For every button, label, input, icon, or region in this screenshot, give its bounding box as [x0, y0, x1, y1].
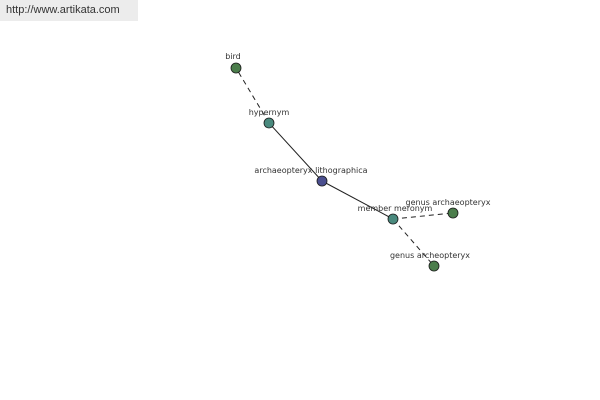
- node-genus-1[interactable]: [447, 207, 459, 219]
- edge-member-meronym-to-genus-2: [392, 218, 435, 267]
- source-url[interactable]: http://www.artikata.com: [6, 4, 120, 16]
- node-genus-2[interactable]: [428, 260, 440, 272]
- edge-center-to-hypernym: [268, 122, 323, 182]
- source-banner: http://www.artikata.com: [0, 0, 138, 21]
- node-hypernym[interactable]: [263, 117, 275, 129]
- node-label-member-meronym[interactable]: member meronym: [358, 204, 433, 213]
- labels-layer: archaeopteryx lithographica hypernym bird m…: [225, 52, 491, 260]
- node-label-bird[interactable]: bird: [225, 52, 241, 61]
- node-label-genus-2[interactable]: genus archeopteryx: [390, 251, 470, 260]
- node-label-center[interactable]: archaeopteryx lithographica: [254, 166, 367, 175]
- edge-hypernym-to-bird: [235, 67, 270, 124]
- node-label-hypernym[interactable]: hypernym: [249, 108, 290, 117]
- node-member-meronym[interactable]: [387, 213, 399, 225]
- node-label-genus-1[interactable]: genus archaeopteryx: [406, 198, 491, 207]
- edges-layer: [235, 67, 454, 267]
- node-bird[interactable]: [230, 62, 242, 74]
- nodes-layer: [230, 62, 459, 272]
- node-center[interactable]: [316, 175, 328, 187]
- edge-center-to-member-meronym: [321, 180, 394, 220]
- edge-member-meronym-to-genus-1: [392, 212, 454, 220]
